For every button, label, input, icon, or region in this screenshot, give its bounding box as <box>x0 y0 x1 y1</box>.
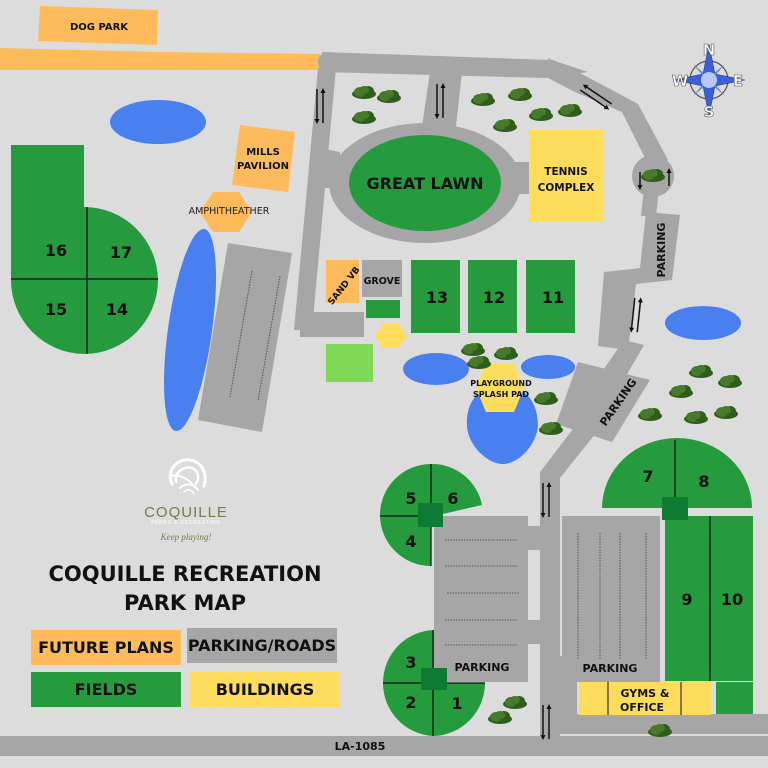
grove-label: GROVE <box>364 276 401 287</box>
dog-park-label: DOG PARK <box>70 22 129 33</box>
legend-fields-label: FIELDS <box>74 680 138 699</box>
mills-pavilion-label-2: PAVILION <box>237 161 289 172</box>
legend-future-plans: FUTURE PLANS <box>31 630 181 665</box>
logo-name: COQUILLE <box>144 504 228 521</box>
fields <box>11 135 753 736</box>
parking-left-label: PARKING <box>455 661 510 674</box>
compass-n: N <box>703 41 716 59</box>
field-11: 11 <box>542 288 564 307</box>
traffic-arrows <box>313 81 672 741</box>
field-17: 17 <box>110 243 132 262</box>
tennis-complex-label: TENNIS <box>544 166 587 178</box>
map-title-line2: PARK MAP <box>123 591 246 615</box>
gyms-office-label: GYMS & <box>620 687 669 700</box>
legend-parking-roads: PARKING/ROADS <box>187 628 337 663</box>
legend-buildings: BUILDINGS <box>190 672 340 707</box>
amphitheather-label: AMPHITHEATHER <box>189 206 270 217</box>
logo-tagline: Keep playing! <box>160 532 212 542</box>
future-trail <box>0 48 320 70</box>
field-7: 7 <box>642 467 653 486</box>
field-numbers: 16 17 15 14 13 12 11 5 6 4 3 2 1 7 8 9 1… <box>45 241 743 713</box>
compass-e: E <box>733 72 743 90</box>
future-plans <box>38 6 359 303</box>
logo-subtitle: PARKS & RECREATION <box>151 520 221 526</box>
splash-pad-label: SPLASH PAD <box>473 390 529 399</box>
field-3: 3 <box>405 653 416 672</box>
compass-s: S <box>704 103 715 121</box>
tennis-complex-label-2: COMPLEX <box>538 182 595 194</box>
buildings <box>375 130 711 715</box>
field-9: 9 <box>681 590 692 609</box>
parking-right-label: PARKING <box>583 662 638 675</box>
field-6: 6 <box>447 489 458 508</box>
great-lawn-label: GREAT LAWN <box>367 174 484 193</box>
coquille-logo-icon <box>168 458 207 495</box>
legend-fields: FIELDS <box>31 672 181 707</box>
field-4: 4 <box>405 532 416 551</box>
place-labels: DOG PARK MILLS PAVILION AMPHITHEATHER GR… <box>70 22 670 753</box>
mills-pavilion-label: MILLS <box>246 147 280 158</box>
field-8: 8 <box>698 472 709 491</box>
field-13: 13 <box>426 288 448 307</box>
field-2: 2 <box>405 693 416 712</box>
field-14: 14 <box>106 300 128 319</box>
map-title-line1: COQUILLE RECREATION <box>48 562 322 586</box>
field-10: 10 <box>721 590 743 609</box>
field-12: 12 <box>483 288 505 307</box>
field-5: 5 <box>405 489 416 508</box>
field-16: 16 <box>45 241 67 260</box>
field-1: 1 <box>451 694 462 713</box>
compass-rose-icon: N S W E <box>671 41 746 121</box>
parking-upper-label: PARKING <box>655 223 668 278</box>
road-la-1085-label: LA-1085 <box>335 740 386 753</box>
legend-parking-roads-label: PARKING/ROADS <box>187 636 337 655</box>
legend-future-plans-label: FUTURE PLANS <box>38 638 174 657</box>
playground-label: PLAYGROUND <box>470 379 532 388</box>
parking-stripes <box>229 270 647 660</box>
compass-w: W <box>672 72 689 90</box>
field-15: 15 <box>45 300 67 319</box>
legend-buildings-label: BUILDINGS <box>215 680 315 699</box>
gyms-office-label-2: OFFICE <box>620 701 664 714</box>
